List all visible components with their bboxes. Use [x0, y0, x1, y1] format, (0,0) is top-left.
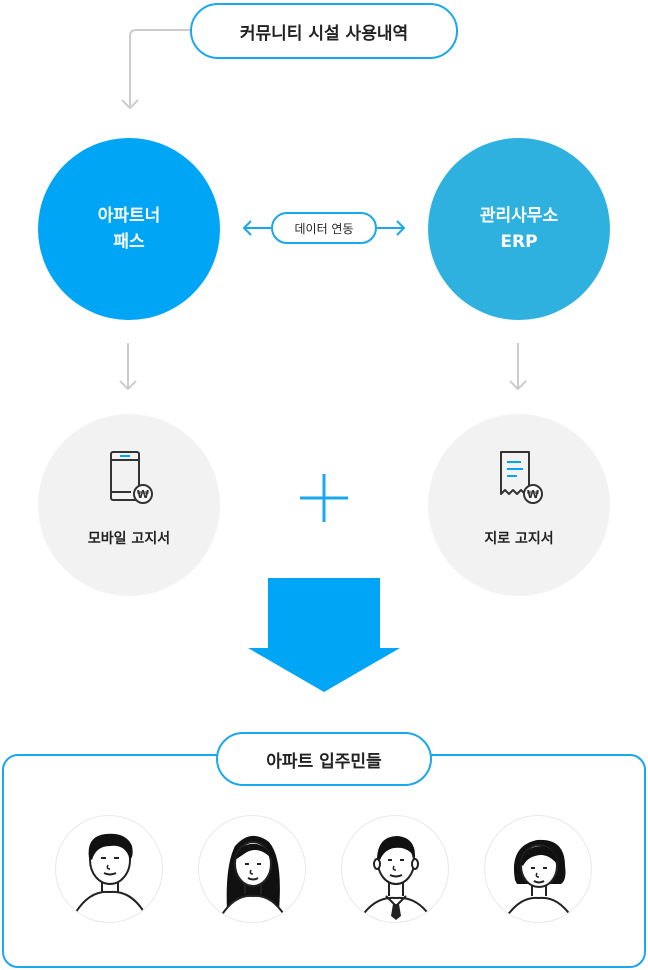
left-node-line1: 아파트너 — [97, 206, 161, 226]
giro-bill-label: 지로 고지서 — [484, 531, 554, 547]
big-down-arrow — [248, 578, 400, 692]
result-node: 아파트 입주민들 — [216, 732, 432, 786]
mobile-bill-won-icon: ₩ — [110, 451, 153, 504]
giro-bill-node: ₩ 지로 고지서 — [428, 414, 610, 596]
svg-text:₩: ₩ — [527, 488, 539, 501]
left-down-arrow-head — [119, 380, 137, 391]
avatar-woman-bob — [484, 815, 592, 923]
right-node-line2: ERP — [500, 232, 538, 252]
result-node-label: 아파트 입주민들 — [266, 751, 382, 772]
right-node-line1: 관리사무소 — [479, 206, 559, 226]
source-arrow-head — [121, 99, 139, 110]
left-node: 아파트너 패스 — [38, 138, 220, 320]
mobile-bill-label: 모바일 고지서 — [87, 531, 171, 547]
link-label: 데이터 연동 — [294, 221, 354, 236]
avatar-man-tie — [341, 815, 449, 923]
link-arrow-left — [242, 220, 252, 236]
svg-text:₩: ₩ — [137, 488, 149, 501]
mobile-bill-node: ₩ 모바일 고지서 — [38, 414, 220, 596]
avatar-man-1 — [55, 815, 163, 923]
paper-bill-won-icon: ₩ — [500, 451, 543, 504]
link-label-pill: 데이터 연동 — [271, 212, 377, 244]
left-node-line2: 패스 — [113, 232, 145, 252]
link-arrow-right — [396, 220, 406, 236]
right-down-arrow-head — [509, 380, 527, 391]
source-to-left-connector — [129, 29, 190, 106]
avatar-woman-long-hair — [198, 815, 306, 923]
source-node-label: 커뮤니티 시설 사용내역 — [239, 23, 409, 44]
right-node: 관리사무소 ERP — [428, 138, 610, 320]
source-node: 커뮤니티 시설 사용내역 — [190, 3, 458, 59]
